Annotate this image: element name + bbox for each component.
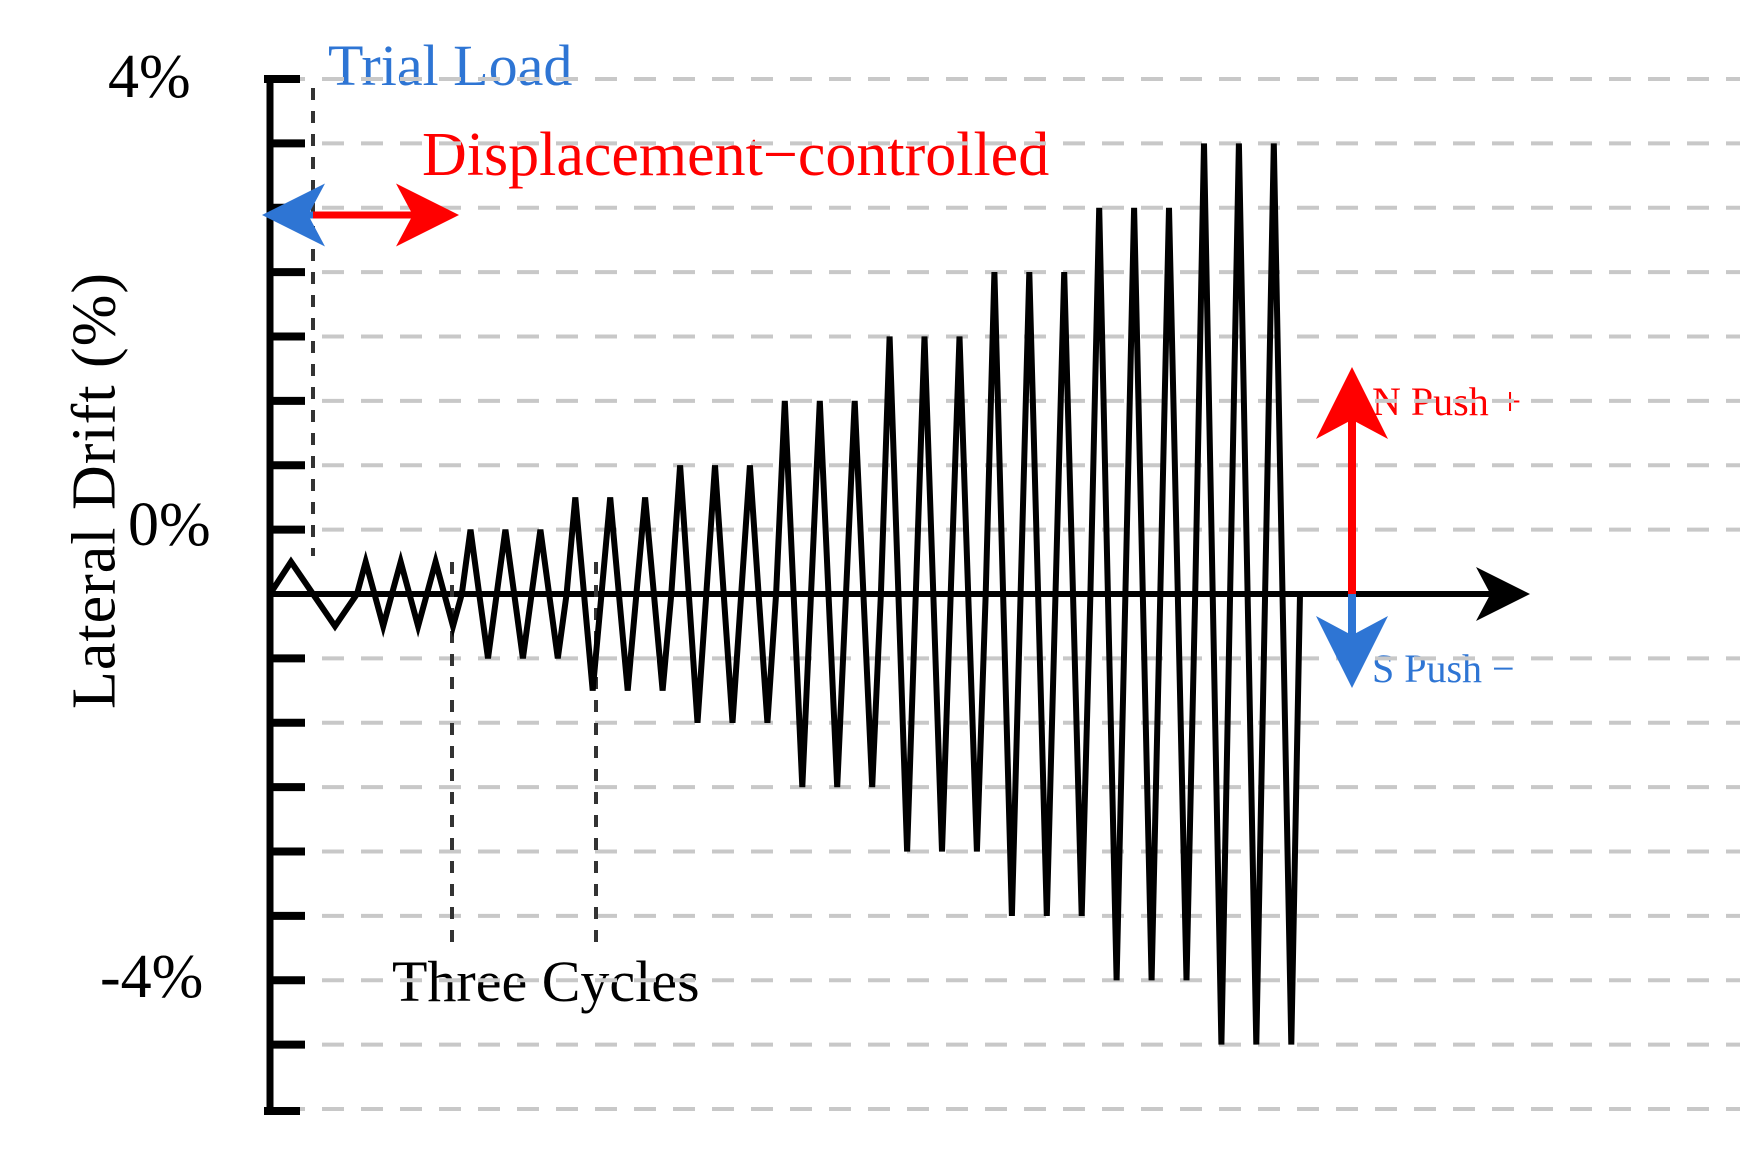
trial-load-label: Trial Load bbox=[328, 33, 573, 98]
y-tick-label-top: 4% bbox=[108, 43, 191, 111]
displacement-controlled-label: Displacement−controlled bbox=[422, 121, 1050, 189]
south-push-label: S Push − bbox=[1372, 646, 1515, 691]
y-tick-label-bottom: -4% bbox=[100, 943, 204, 1011]
drift-protocol-curve bbox=[267, 143, 1303, 1045]
y-tick-label-zero: 0% bbox=[128, 491, 211, 559]
